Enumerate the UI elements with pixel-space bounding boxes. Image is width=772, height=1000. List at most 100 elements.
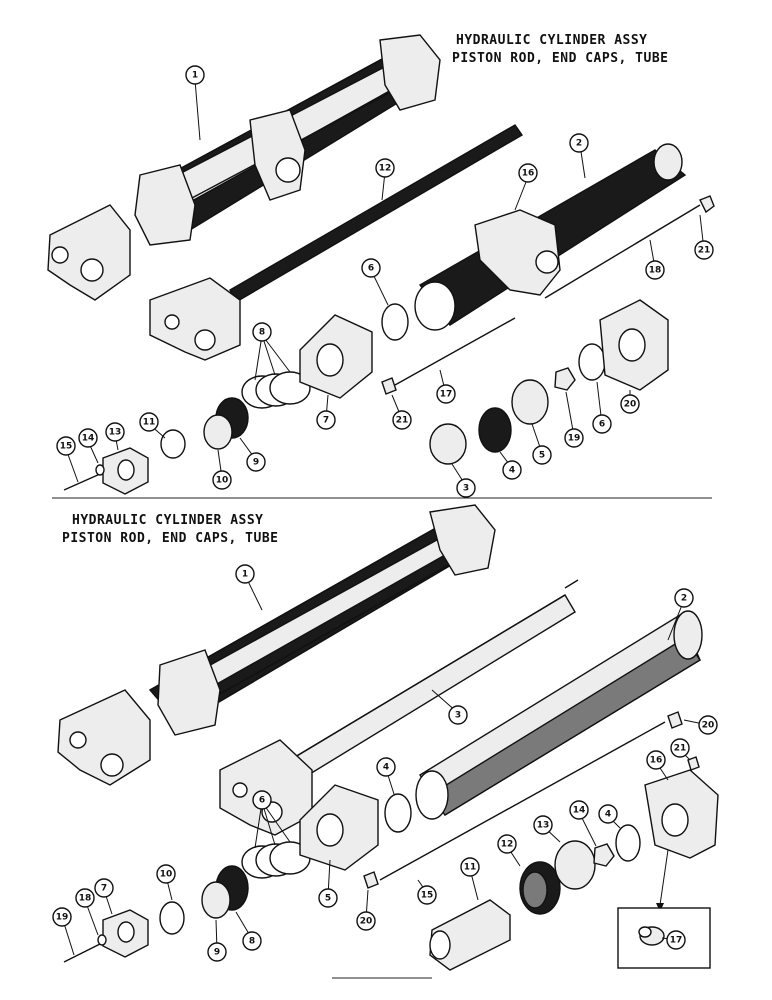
callout-circle-icon xyxy=(598,804,618,824)
callout-number: 9 xyxy=(214,948,220,958)
callout-circle-icon xyxy=(316,410,336,430)
bottom-title-line-1: HYDRAULIC CYLINDER ASSY xyxy=(72,513,264,528)
callout-bottom-5: 5 xyxy=(318,888,338,908)
end-cap-7-bore-top xyxy=(316,343,344,377)
callout-circle-icon xyxy=(75,888,95,908)
callout-number: 6 xyxy=(368,264,374,274)
callout-circle-icon xyxy=(620,394,640,414)
callout-circle-icon xyxy=(456,478,476,498)
assembled-cylinder-top xyxy=(47,34,441,301)
callout-bottom-8: 8 xyxy=(242,931,262,951)
callout-bottom-16: 16 xyxy=(646,750,666,770)
callout-bottom-19: 19 xyxy=(52,907,72,927)
top-title-line-2: PISTON ROD, END CAPS, TUBE xyxy=(452,51,669,66)
callout-circle-icon xyxy=(497,834,517,854)
callout-bottom-21: 21 xyxy=(670,738,690,758)
callout-top-20: 20 xyxy=(620,394,640,414)
callout-circle-icon xyxy=(569,800,589,820)
callout-circle-icon xyxy=(646,750,666,770)
callout-circle-icon xyxy=(460,857,480,877)
nut-20a-bottom xyxy=(667,711,683,729)
callout-circle-icon xyxy=(666,930,686,950)
callout-top-21: 21 xyxy=(392,410,412,430)
callout-number: 19 xyxy=(56,913,69,923)
callout-bottom-2: 2 xyxy=(674,588,694,608)
callout-top-11: 11 xyxy=(139,412,159,432)
callout-number: 11 xyxy=(143,418,156,428)
callout-number: 17 xyxy=(440,390,453,400)
callout-bottom-11: 11 xyxy=(460,857,480,877)
callout-circle-icon xyxy=(139,412,159,432)
callout-top-8: 8 xyxy=(252,322,272,342)
tie-rod-18-top xyxy=(544,204,701,299)
callout-circle-icon xyxy=(674,588,694,608)
callout-bottom-6: 6 xyxy=(252,790,272,810)
callout-circle-icon xyxy=(518,163,538,183)
callout-circle-icon xyxy=(235,564,255,584)
callout-number: 1 xyxy=(192,71,198,81)
callout-number: 12 xyxy=(501,840,514,850)
callout-circle-icon xyxy=(502,460,522,480)
callout-number: 20 xyxy=(360,917,373,927)
callout-number: 13 xyxy=(109,428,122,438)
callout-number: 10 xyxy=(216,476,229,486)
callout-bottom-3: 3 xyxy=(448,705,468,725)
diagram-bottom: HYDRAULIC CYLINDER ASSY PISTON ROD, END … xyxy=(57,504,719,971)
o-ring-4a-bottom xyxy=(384,793,412,833)
small-parts-bottom xyxy=(63,840,615,971)
nut-20b-bottom xyxy=(363,871,379,889)
callout-bottom-9: 9 xyxy=(207,942,227,962)
callout-circle-icon xyxy=(592,414,612,434)
callout-bottom-10: 10 xyxy=(156,864,176,884)
callout-bottom-1: 1 xyxy=(235,564,255,584)
callout-number: 5 xyxy=(539,451,545,461)
callout-number: 21 xyxy=(674,744,687,754)
callout-number: 14 xyxy=(82,434,95,444)
callout-top-13: 13 xyxy=(105,422,125,442)
callout-number: 12 xyxy=(379,164,392,174)
bushing-17-detail xyxy=(638,926,665,946)
callout-circle-icon xyxy=(417,885,437,905)
callout-circle-icon xyxy=(318,888,338,908)
callout-top-6: 6 xyxy=(361,258,381,278)
callout-circle-icon xyxy=(212,470,232,490)
callout-top-12: 12 xyxy=(375,158,395,178)
callout-number: 4 xyxy=(509,466,515,476)
callout-number: 2 xyxy=(576,139,582,149)
callout-bottom-4: 4 xyxy=(598,804,618,824)
callout-top-7: 7 xyxy=(316,410,336,430)
piston-rod-top xyxy=(149,124,524,361)
callout-number: 8 xyxy=(259,328,265,338)
callout-number: 21 xyxy=(698,246,711,256)
callout-bottom-4: 4 xyxy=(376,757,396,777)
callout-number: 4 xyxy=(605,810,611,820)
callout-bottom-12: 12 xyxy=(497,834,517,854)
callout-number: 5 xyxy=(325,894,331,904)
bottom-title-line-2: PISTON ROD, END CAPS, TUBE xyxy=(62,531,279,546)
callout-circle-icon xyxy=(94,878,114,898)
end-cap-16-bore-bottom xyxy=(661,803,689,837)
callout-number: 3 xyxy=(463,484,469,494)
callout-top-5: 5 xyxy=(532,445,552,465)
small-parts-top xyxy=(63,367,576,495)
callout-number: 11 xyxy=(464,863,477,873)
callout-bottom-7: 7 xyxy=(94,878,114,898)
callout-circle-icon xyxy=(564,428,584,448)
callout-top-1: 1 xyxy=(185,65,205,85)
callout-circle-icon xyxy=(375,158,395,178)
screw-21-bottom xyxy=(687,756,700,771)
tie-rod-15-bottom xyxy=(379,721,666,881)
callout-number: 20 xyxy=(624,400,637,410)
callout-top-17: 17 xyxy=(436,384,456,404)
callout-number: 18 xyxy=(79,894,92,904)
callout-number: 3 xyxy=(455,711,461,721)
nut-21b-top xyxy=(381,377,397,395)
callout-top-18: 18 xyxy=(645,260,665,280)
callout-bottom-15: 15 xyxy=(417,885,437,905)
callout-circle-icon xyxy=(376,757,396,777)
callout-bottom-20: 20 xyxy=(698,715,718,735)
callout-number: 6 xyxy=(259,796,265,806)
callout-circle-icon xyxy=(645,260,665,280)
